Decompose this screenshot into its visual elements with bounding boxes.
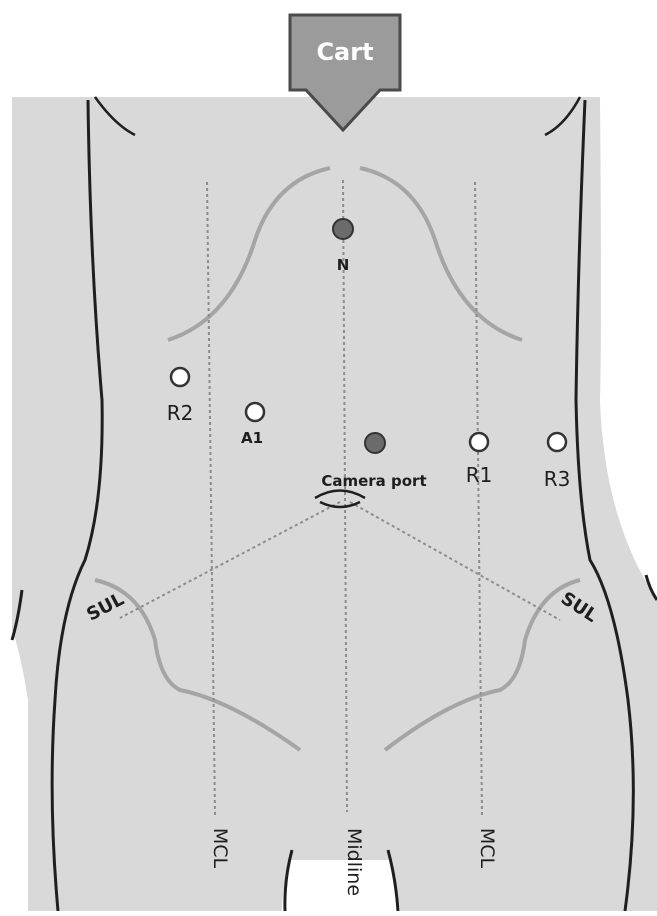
port-n-label: N xyxy=(337,256,350,274)
port-a1-open xyxy=(246,403,264,421)
port-r2-open xyxy=(171,368,189,386)
mcl-left-label: MCL xyxy=(209,828,231,869)
camera-port-label: Camera port xyxy=(321,472,426,490)
port-r3-open xyxy=(548,433,566,451)
camera-port-filled xyxy=(365,433,385,453)
cart-label: Cart xyxy=(316,38,373,66)
port-r3-label: R3 xyxy=(544,467,571,491)
midline-label: Midline xyxy=(343,828,365,896)
mcl-right-label: MCL xyxy=(476,828,498,869)
port-a1-label: A1 xyxy=(241,429,263,447)
torso-fill xyxy=(12,97,657,911)
port-n-filled xyxy=(333,219,353,239)
port-r1-label: R1 xyxy=(466,463,493,487)
port-r2-label: R2 xyxy=(167,401,194,425)
port-r1-open xyxy=(470,433,488,451)
